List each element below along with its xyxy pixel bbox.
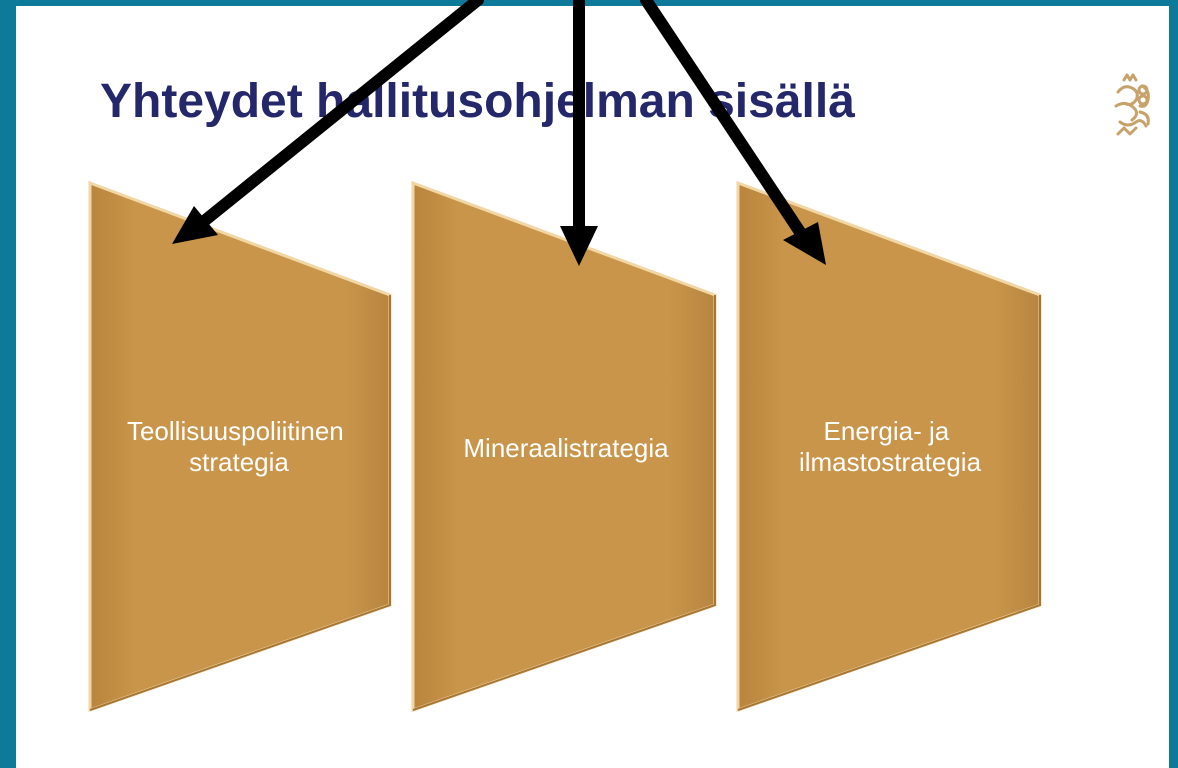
arrow-to-panel-2: [560, 0, 598, 266]
panel-energia-ilmasto: Energia- ja ilmastostrategia: [736, 180, 1042, 713]
panel-label-line: Teollisuuspoliitinen: [127, 416, 344, 446]
finnish-lion-crest-icon: [1114, 73, 1150, 136]
panel-shadow-edge: [89, 295, 391, 711]
panel-label-line: Mineraalistrategia: [463, 433, 669, 463]
panel-shadow-edge: [737, 295, 1041, 711]
panel-label-line: ilmastostrategia: [799, 447, 982, 477]
arrowhead-icon: [783, 222, 826, 265]
panel-label: Energia- ja ilmastostrategia: [799, 416, 982, 477]
panel-label-line: strategia: [189, 447, 289, 477]
panel-label: Mineraalistrategia: [463, 433, 669, 463]
panel-teollisuuspoliittinen: Teollisuuspoliitinen strategia: [88, 180, 392, 713]
arrows: [172, 0, 826, 266]
panel-label-line: Energia- ja: [824, 416, 950, 446]
panel-mineraalistrategia: Mineraalistrategia: [411, 180, 717, 713]
arrowhead-icon: [172, 206, 218, 244]
arrow-to-panel-3: [640, 0, 826, 265]
arrow-to-panel-1: [172, 0, 484, 244]
arrowhead-icon: [560, 226, 598, 266]
panel-label: Teollisuuspoliitinen strategia: [127, 416, 351, 477]
panel-shadow-edge: [412, 295, 716, 711]
